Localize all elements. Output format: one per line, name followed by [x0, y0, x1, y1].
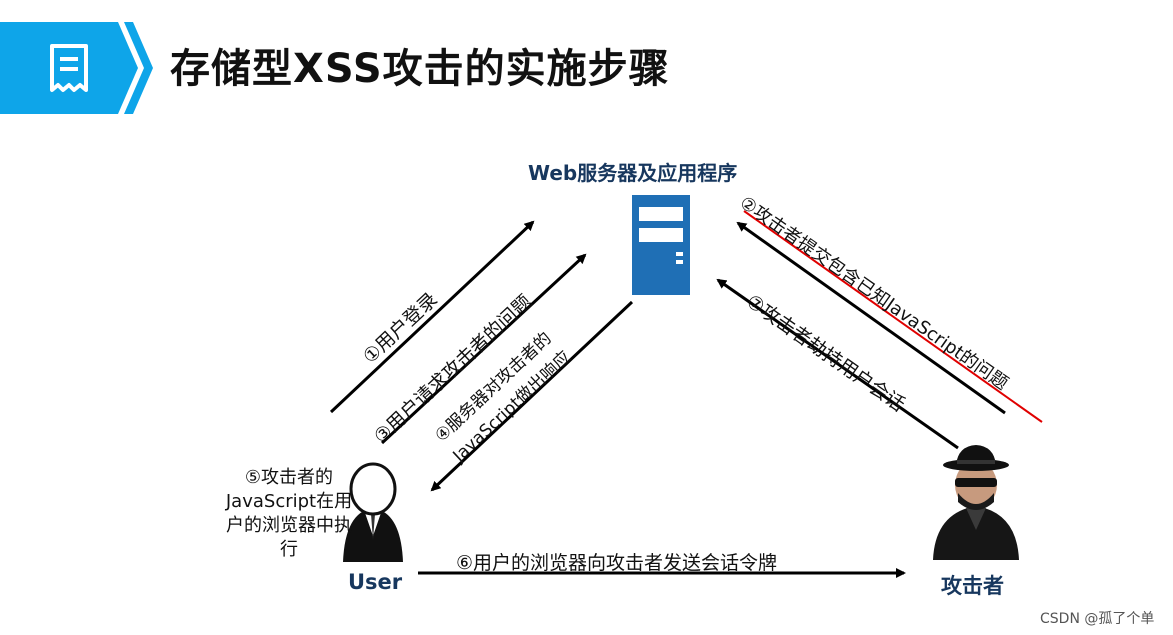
- step5-label: ⑤攻击者的JavaScript在用户的浏览器中执行: [224, 466, 354, 562]
- step6-label: ⑥用户的浏览器向攻击者发送会话令牌: [456, 548, 777, 575]
- server-icon: [632, 195, 690, 295]
- hacker-icon: [933, 445, 1019, 560]
- server-label: Web服务器及应用程序: [528, 157, 737, 186]
- watermark: CSDN @孤了个单: [1040, 608, 1154, 628]
- attacker-label: 攻击者: [941, 570, 1004, 600]
- user-label: User: [348, 570, 402, 594]
